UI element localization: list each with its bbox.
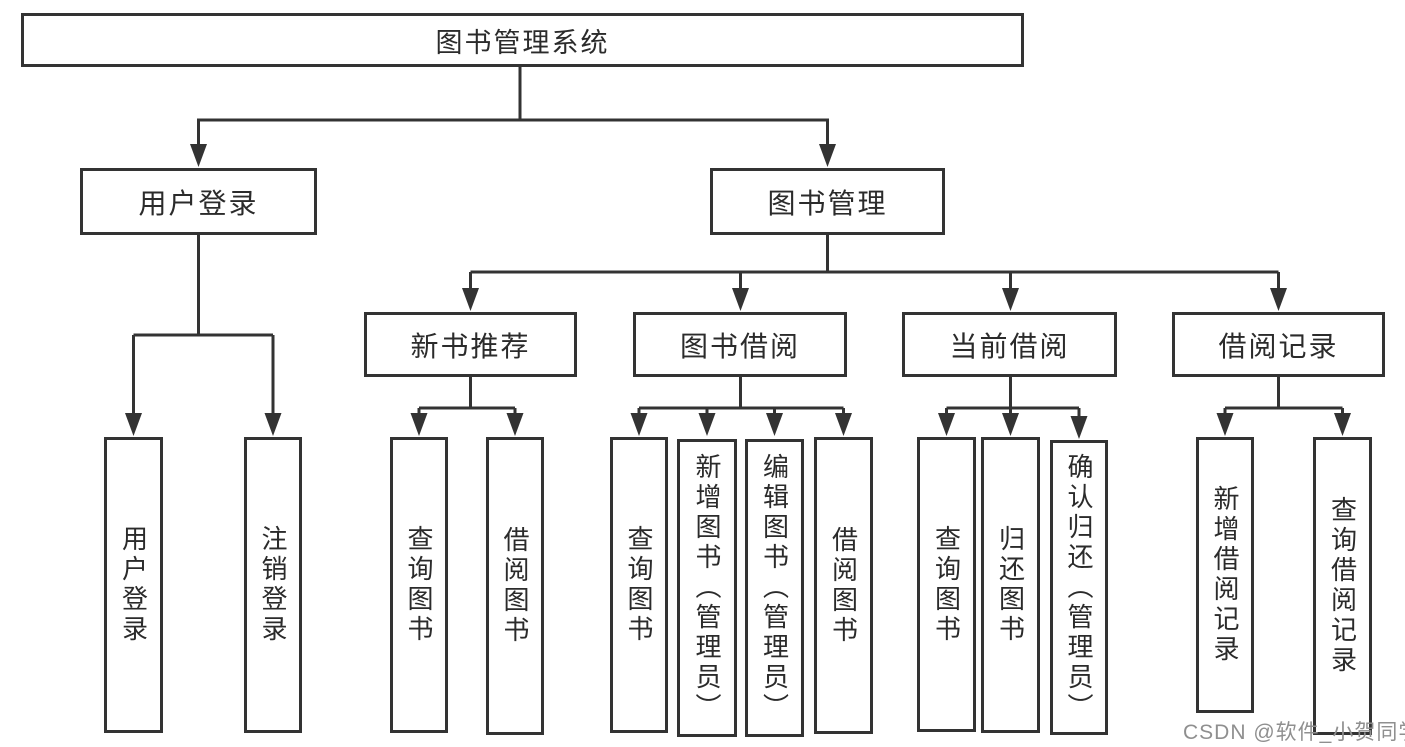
leaf-query-books-borrowing-label: 查询图书 xyxy=(624,525,654,645)
node-book-management-label: 图书管理 xyxy=(767,187,888,219)
leaf-query-books-current: 查询图书 xyxy=(917,437,976,732)
leaf-borrow-books-recommend-label: 借阅图书 xyxy=(500,526,530,646)
leaf-return-books: 归还图书 xyxy=(981,437,1040,733)
node-user-login-label: 用户登录 xyxy=(138,187,259,219)
leaf-user-login-label: 用户登录 xyxy=(118,525,149,645)
leaf-add-borrow-record-label: 新增借阅记录 xyxy=(1210,485,1240,665)
node-book-borrowing: 图书借阅 xyxy=(633,312,847,377)
node-borrow-records: 借阅记录 xyxy=(1172,312,1385,377)
leaf-return-books-label: 归还图书 xyxy=(995,525,1026,645)
leaf-query-books-current-label: 查询图书 xyxy=(931,524,962,645)
leaf-query-books-recommend-label: 查询图书 xyxy=(404,525,434,645)
leaf-confirm-return-admin-label: 确认归还（管理员） xyxy=(1064,452,1094,723)
leaf-query-books-borrowing: 查询图书 xyxy=(610,437,668,733)
leaf-edit-book-admin-label: 编辑图书（管理员） xyxy=(759,453,790,723)
node-current-borrowing: 当前借阅 xyxy=(902,312,1117,377)
csdn-watermark: CSDN @软件_小贺同学 xyxy=(1183,721,1405,744)
leaf-add-borrow-record: 新增借阅记录 xyxy=(1196,437,1254,713)
leaf-borrow-books-borrowing-label: 借阅图书 xyxy=(828,525,859,646)
leaf-logout: 注销登录 xyxy=(244,437,302,733)
leaf-add-book-admin: 新增图书（管理员） xyxy=(677,439,737,737)
node-user-login: 用户登录 xyxy=(80,168,317,235)
leaf-logout-label: 注销登录 xyxy=(258,525,288,645)
leaf-borrow-books-borrowing: 借阅图书 xyxy=(814,437,873,734)
node-book-borrowing-label: 图书借阅 xyxy=(679,330,800,362)
node-library-system: 图书管理系统 xyxy=(21,13,1024,67)
leaf-edit-book-admin: 编辑图书（管理员） xyxy=(745,439,804,737)
node-new-book-recommend: 新书推荐 xyxy=(364,312,577,377)
leaf-add-book-admin-label: 新增图书（管理员） xyxy=(692,453,722,723)
leaf-user-login: 用户登录 xyxy=(104,437,163,733)
leaf-confirm-return-admin: 确认归还（管理员） xyxy=(1050,440,1108,735)
leaf-borrow-books-recommend: 借阅图书 xyxy=(486,437,544,735)
leaf-query-books-recommend: 查询图书 xyxy=(390,437,448,733)
node-borrow-records-label: 借阅记录 xyxy=(1218,330,1339,362)
node-current-borrowing-label: 当前借阅 xyxy=(949,330,1070,362)
node-new-book-recommend-label: 新书推荐 xyxy=(410,330,531,362)
node-library-system-label: 图书管理系统 xyxy=(435,27,610,58)
leaf-query-borrow-record-label: 查询借阅记录 xyxy=(1327,496,1358,676)
node-book-management: 图书管理 xyxy=(710,168,945,235)
leaf-query-borrow-record: 查询借阅记录 xyxy=(1313,437,1372,735)
